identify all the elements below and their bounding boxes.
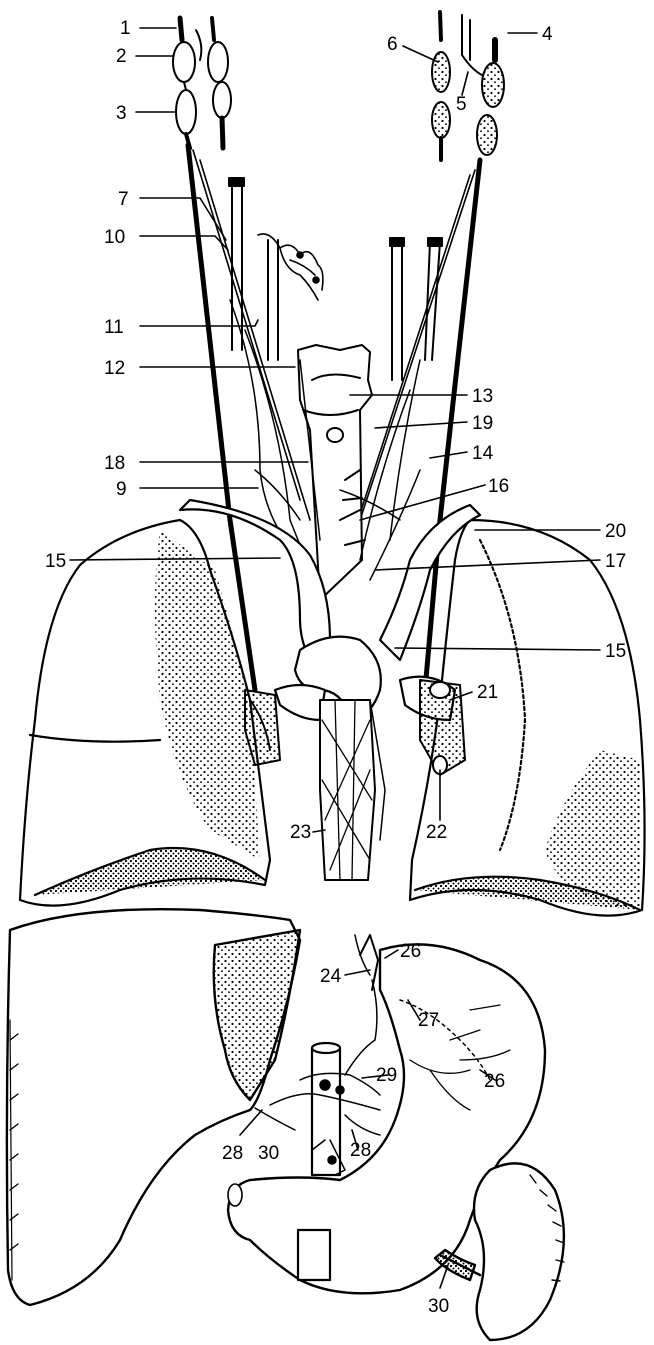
spleen: [433, 1162, 566, 1342]
label-28-right: 28: [350, 1140, 371, 1161]
label-30-upper: 30: [258, 1143, 279, 1164]
liver: [5, 907, 302, 1307]
abdominal-aorta: [296, 1041, 342, 1282]
figure-labels: 1 2 3 4 6 5 7 10 11 12 13 19 14 18 9 16 …: [45, 18, 626, 1317]
label-18: 18: [104, 453, 125, 474]
label-15-lower: 15: [605, 641, 626, 662]
label-14: 14: [472, 443, 494, 464]
label-19: 19: [472, 413, 493, 434]
esophagus: [319, 699, 386, 881]
cervical-ganglia-left: [172, 15, 232, 151]
label-26-upper: 26: [400, 941, 421, 962]
label-13: 13: [472, 386, 493, 407]
celiac-plexus: [254, 934, 381, 1176]
label-15-upper: 15: [45, 551, 66, 572]
label-27: 27: [418, 1010, 439, 1031]
label-22: 22: [426, 822, 447, 843]
label-9: 9: [116, 479, 127, 500]
pulmonary-hilum-right: [244, 689, 281, 766]
sympathetic-trunks: [185, 142, 483, 693]
cervical-ganglia-right: [431, 10, 505, 162]
carotid-arteries: [228, 177, 443, 381]
label-10: 10: [104, 227, 125, 248]
label-6: 6: [387, 34, 398, 55]
left-lung: [408, 518, 646, 917]
right-lung: [18, 518, 272, 907]
leader-lines: [69, 27, 601, 1289]
label-30-lower: 30: [428, 1296, 449, 1317]
label-7: 7: [118, 189, 129, 210]
label-5: 5: [456, 94, 467, 115]
label-26-lower: 26: [484, 1071, 505, 1092]
label-24: 24: [320, 966, 342, 987]
label-4: 4: [542, 24, 553, 45]
label-21: 21: [477, 682, 498, 703]
label-2: 2: [116, 46, 127, 67]
label-11: 11: [104, 317, 124, 338]
label-3: 3: [116, 103, 127, 124]
thyroid-branching: [257, 233, 324, 301]
label-16: 16: [488, 476, 509, 497]
label-12: 12: [104, 358, 125, 379]
label-29: 29: [376, 1065, 397, 1086]
label-1: 1: [120, 18, 131, 39]
pulmonary-hilum-left: [419, 679, 466, 776]
label-23: 23: [290, 822, 311, 843]
label-20: 20: [605, 521, 626, 542]
label-28-left: 28: [222, 1143, 243, 1164]
label-17: 17: [605, 551, 626, 572]
